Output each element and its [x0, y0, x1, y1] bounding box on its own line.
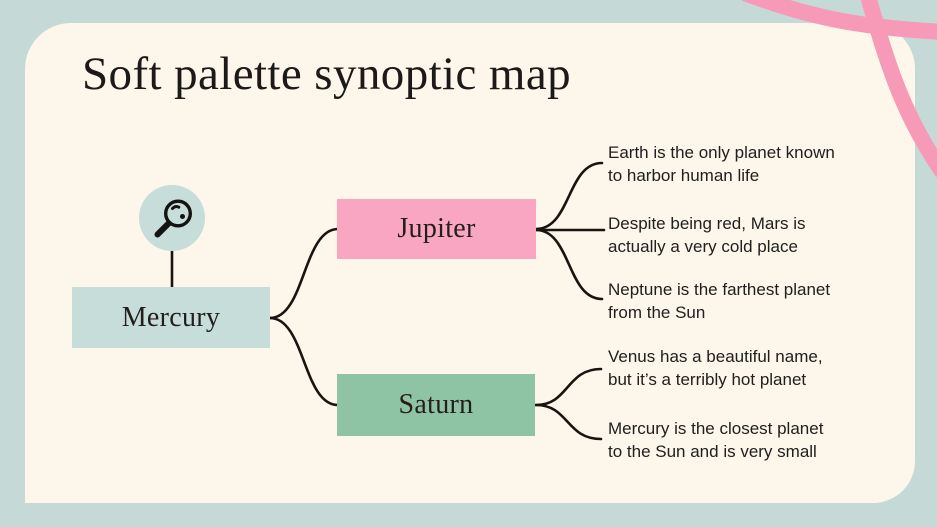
node-jupiter-label: Jupiter — [397, 213, 476, 244]
fact-mercury: Mercury is the closest planet to the Sun… — [608, 419, 824, 461]
fact-neptune: Neptune is the farthest planet from the … — [608, 280, 831, 322]
node-mercury: Mercury — [72, 287, 270, 348]
magnifier-face-icon — [154, 199, 193, 238]
node-mercury-label: Mercury — [121, 301, 221, 333]
magnifier-badge — [139, 185, 205, 251]
fact-venus: Venus has a beautiful name, but it’s a t… — [608, 347, 823, 389]
slide-title: Soft palette synoptic map — [82, 48, 572, 100]
fact-earth: Earth is the only planet known to harbor… — [608, 143, 835, 185]
node-saturn: Saturn — [337, 374, 535, 436]
fact-mars: Despite being red, Mars is actually a ve… — [608, 214, 806, 256]
node-saturn-label: Saturn — [398, 389, 474, 420]
node-jupiter: Jupiter — [337, 199, 536, 259]
